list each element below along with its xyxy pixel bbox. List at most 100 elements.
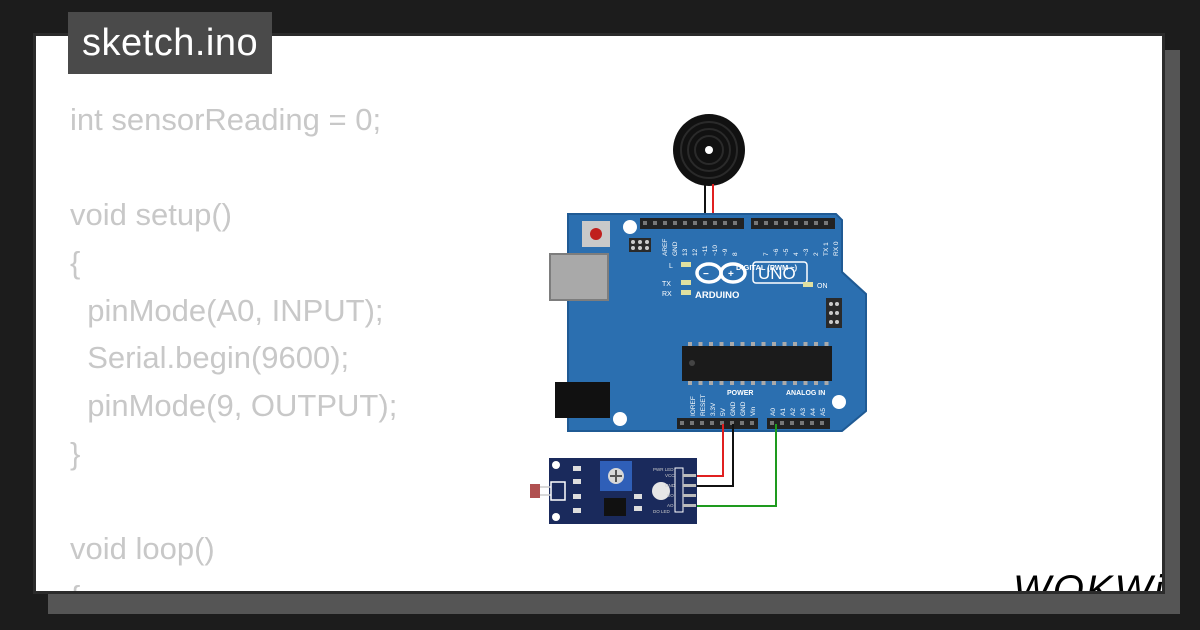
header-pin[interactable] (653, 221, 657, 225)
header-pin[interactable] (713, 221, 717, 225)
digital-pin-label: AREF (662, 239, 669, 256)
chip-pin (824, 342, 829, 346)
header-pin[interactable] (680, 421, 684, 425)
header-pin[interactable] (683, 221, 687, 225)
header-pin[interactable] (770, 421, 774, 425)
header-pin[interactable] (814, 221, 818, 225)
header-pin[interactable] (690, 421, 694, 425)
pin-vcc-label: VCC (665, 473, 675, 478)
board-model-label: UNO (758, 264, 796, 283)
header-pin[interactable] (784, 221, 788, 225)
preview-card: int sensorReading = 0; void setup() { pinM… (33, 33, 1165, 594)
wokwi-logo: WOKWi (1013, 568, 1162, 591)
digital-pin-label: ~11 (702, 245, 709, 256)
power-jack (555, 382, 610, 418)
chip-pin (751, 342, 755, 346)
header-pin[interactable] (780, 421, 784, 425)
photoresistor-sensor-module[interactable]: PWR LED DO LED VCC GND DO AO + − (530, 458, 697, 524)
header-pin[interactable] (740, 421, 744, 425)
header-pin[interactable] (720, 421, 724, 425)
header-pin[interactable] (800, 421, 804, 425)
header-pin[interactable] (643, 221, 647, 225)
code-line: void setup() (70, 197, 232, 233)
chip-pin (740, 381, 745, 385)
header-pin[interactable] (824, 221, 828, 225)
analog-signal-wire (696, 424, 777, 507)
file-tab-label[interactable]: sketch.ino (68, 12, 273, 74)
pwr-led (652, 482, 670, 500)
header-pin[interactable] (700, 421, 704, 425)
digital-pin-label: 7 (763, 252, 770, 256)
power-pin-label: RESET (700, 394, 707, 416)
gnd-wire (696, 424, 734, 487)
ldr-sensor (530, 484, 540, 498)
header-pin[interactable] (820, 421, 824, 425)
digital-pin-label: 4 (793, 252, 800, 256)
digital-pin-label: GND (672, 241, 679, 256)
header-pin[interactable] (774, 221, 778, 225)
header-pin[interactable] (703, 221, 707, 225)
power-pin-label: IOREF (690, 396, 697, 416)
header-pin[interactable] (693, 221, 697, 225)
code-editor[interactable]: int sensorReading = 0; void setup() { pinM… (70, 96, 398, 591)
header-pin[interactable] (673, 221, 677, 225)
header-pin[interactable] (750, 421, 754, 425)
digital-pin-label: ~5 (783, 248, 790, 256)
svg-text:+: + (544, 472, 548, 479)
analog-pin-label: A2 (790, 408, 797, 416)
header-pin[interactable] (810, 421, 814, 425)
code-line (70, 478, 397, 526)
board-brand-label: ARDUINO (695, 290, 739, 301)
led-on-label: ON (817, 283, 828, 290)
pwr-led-label: PWR LED (653, 467, 674, 472)
analog-header-label: ANALOG IN (786, 390, 825, 397)
piezo-buzzer[interactable] (673, 114, 745, 186)
code-line: pinMode(A0, INPUT); (70, 292, 384, 328)
chip-pin (719, 381, 724, 385)
header-pin[interactable] (710, 421, 714, 425)
chip-pin (782, 381, 787, 385)
header-pin[interactable] (733, 221, 737, 225)
vcc-wire (696, 424, 724, 477)
led-tx-label: TX (662, 281, 671, 288)
analog-header (767, 418, 830, 429)
digital-header-label: DIGITAL (PWM ~) (736, 263, 798, 272)
header-pin[interactable] (804, 221, 808, 225)
digital-pin-label: ~10 (712, 245, 719, 256)
code-line: int sensorReading = 0; (70, 102, 382, 137)
header-pin[interactable] (794, 221, 798, 225)
comparator-chip (604, 498, 626, 516)
code-line (70, 144, 397, 192)
chip-pin (730, 381, 734, 385)
chip-pin (698, 381, 703, 385)
chip-pin (709, 381, 713, 385)
chip-pin (761, 381, 766, 385)
analog-pin-label: A4 (810, 408, 817, 416)
header-pin[interactable] (723, 221, 727, 225)
chip-pin (772, 381, 776, 385)
svg-text:+: + (728, 269, 734, 280)
chip-pin (719, 342, 724, 346)
chip-pin (803, 381, 808, 385)
code-line: { (70, 245, 81, 281)
power-header (677, 418, 758, 429)
chip-pin (803, 342, 808, 346)
power-pin-label: 3.3V (710, 402, 717, 416)
header-pin[interactable] (663, 221, 667, 225)
code-line: } (70, 435, 81, 471)
chip-pin (782, 342, 787, 346)
header-pin[interactable] (764, 221, 768, 225)
header-pin[interactable] (790, 421, 794, 425)
digital-pin-label: TX 1 (823, 242, 830, 256)
header-pin[interactable] (730, 421, 734, 425)
code-line: pinMode(9, OUTPUT); (70, 388, 398, 424)
svg-text:−: − (703, 269, 709, 280)
power-pin-label: 5V (720, 407, 727, 416)
power-pin-label: GND (740, 401, 747, 416)
digital-header-left (640, 218, 744, 229)
digital-pin-label: ~3 (803, 248, 810, 256)
chip-pin (824, 381, 829, 385)
header-pin[interactable] (754, 221, 758, 225)
